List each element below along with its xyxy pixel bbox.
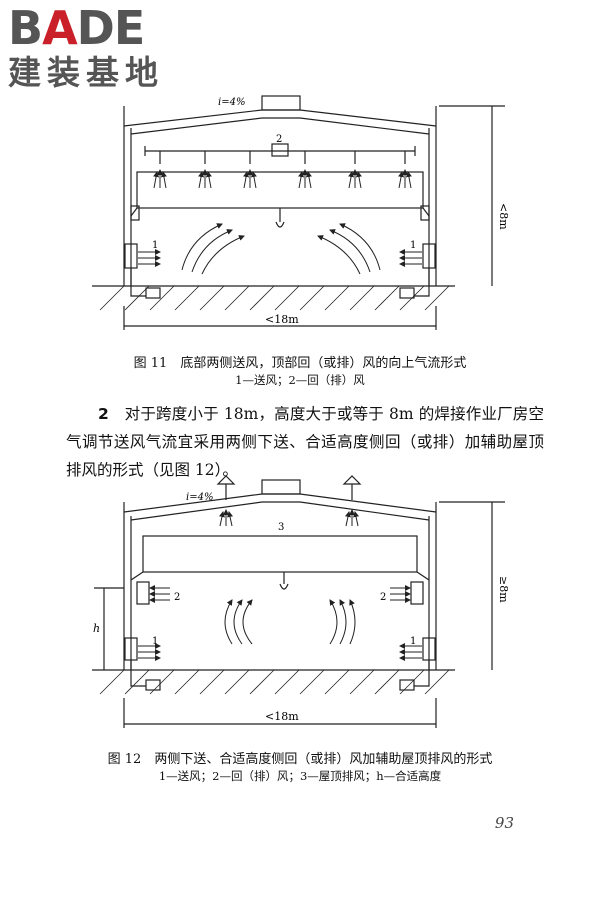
fig12-label-h: h bbox=[93, 622, 100, 635]
paragraph-text: 对于跨度小于 18m，高度大于或等于 8m 的焊接作业厂房空气调节送风气流宜采用… bbox=[66, 405, 544, 479]
figure-11-caption: 图 11 底部两侧送风，顶部回（或排）风的向上气流形式 bbox=[133, 356, 467, 371]
figure-12-caption: 图 12 两侧下送、合适高度侧回（或排）风加辅助屋顶排风的形式 bbox=[107, 752, 493, 767]
fig11-span-dim: <18m bbox=[265, 313, 299, 326]
fig12-label-return-right: 2 bbox=[380, 592, 386, 603]
fig11-height-dim: <8m bbox=[497, 203, 510, 230]
logo-wordmark: BADE bbox=[8, 1, 145, 55]
fig11-label-return: 2 bbox=[276, 134, 282, 145]
fig12-label-roof-exhaust: 3 bbox=[278, 522, 284, 533]
fig11-label-supply-left: 1 bbox=[152, 240, 158, 251]
figure-11-diagram: i=4% 2 1 1 <8m <18m bbox=[92, 95, 510, 330]
logo-subtitle: 建装基地 bbox=[8, 53, 164, 92]
fig12-label-supply-right: 1 bbox=[410, 636, 416, 647]
fig12-label-return-left: 2 bbox=[174, 592, 180, 603]
figure-12-diagram: i=4% 3 2 2 1 1 h ≥8m <18m bbox=[92, 475, 510, 728]
figure-12-legend: 1—送风；2—回（排）风；3—屋顶排风；h—合适高度 bbox=[158, 769, 442, 783]
figure-11-legend: 1—送风；2—回（排）风 bbox=[235, 373, 365, 387]
fig12-slope: i=4% bbox=[186, 492, 213, 503]
fig12-height-dim: ≥8m bbox=[497, 576, 510, 603]
fig12-label-supply-left: 1 bbox=[152, 636, 158, 647]
page-number: 93 bbox=[494, 814, 514, 832]
bade-logo: BADE 建装基地 bbox=[8, 4, 183, 92]
fig11-label-supply-right: 1 bbox=[410, 240, 416, 251]
body-paragraph: 2 对于跨度小于 18m，高度大于或等于 8m 的焊接作业厂房空气调节送风气流宜… bbox=[66, 400, 544, 484]
paragraph-number: 2 bbox=[98, 405, 109, 423]
fig12-span-dim: <18m bbox=[265, 710, 299, 723]
fig11-slope: i=4% bbox=[218, 97, 245, 108]
